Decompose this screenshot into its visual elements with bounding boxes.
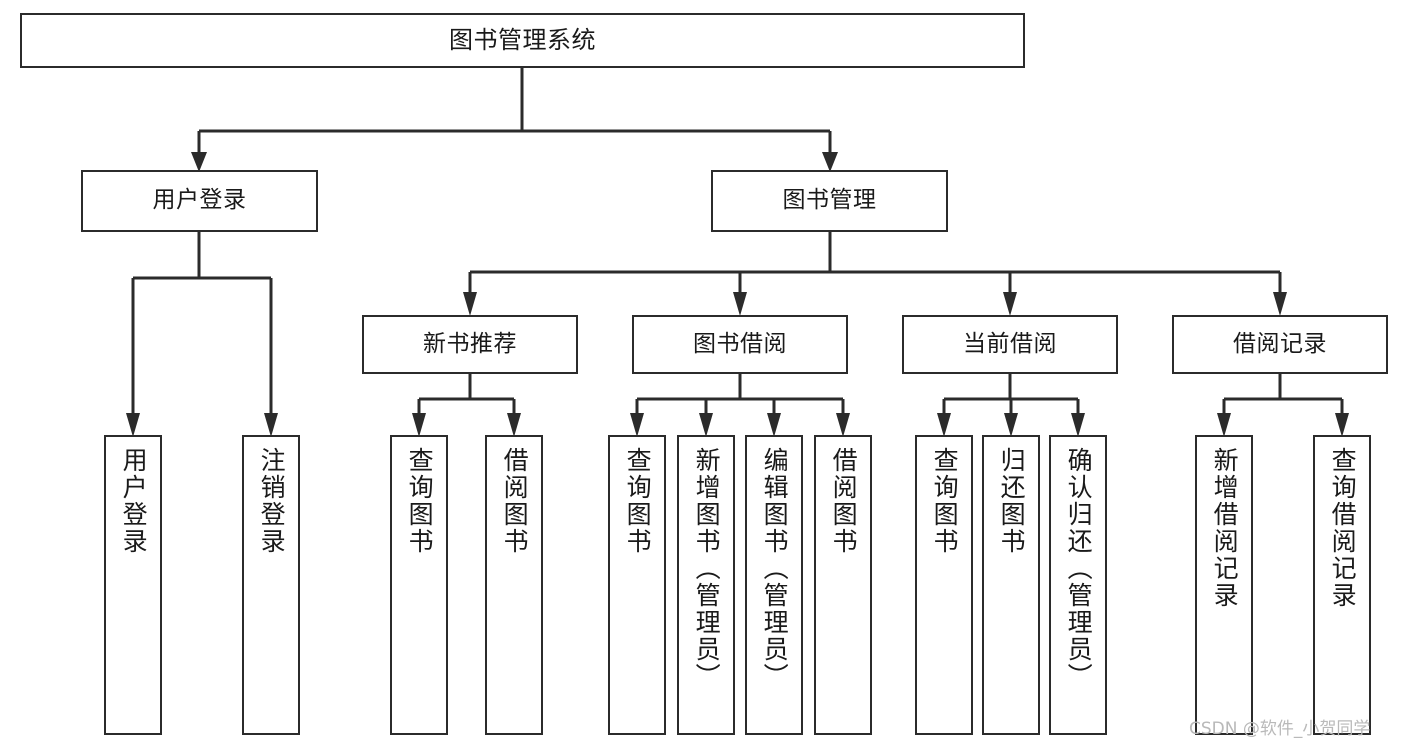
node-leaf-borrow-book-2[interactable]: 借阅图书 <box>814 435 872 735</box>
arrowhead-user-login <box>191 152 207 172</box>
arrowhead-leaf-logout <box>264 413 278 437</box>
node-leaf-user-login[interactable]: 用户登录 <box>104 435 162 735</box>
node-book-borrow-label: 图书借阅 <box>693 330 787 357</box>
arrowhead-new-book-recommend <box>463 292 477 316</box>
arrowhead-leaf-borrow-book-1 <box>507 413 521 437</box>
node-leaf-return-book-label: 归还图书 <box>997 447 1027 555</box>
node-leaf-add-record-label: 新增借阅记录 <box>1210 447 1240 609</box>
arrowhead-borrow-record <box>1273 292 1287 316</box>
node-leaf-add-book-label: 新增图书（管理员） <box>692 447 722 690</box>
watermark: CSDN @软件_小贺同学 <box>1189 719 1371 739</box>
node-leaf-borrow-book-2-label: 借阅图书 <box>829 447 859 555</box>
arrowhead-leaf-borrow-book-2 <box>836 413 850 437</box>
arrowhead-leaf-add-book <box>699 413 713 437</box>
node-borrow-record-label: 借阅记录 <box>1233 330 1327 357</box>
node-user-login-label: 用户登录 <box>152 187 247 214</box>
arrowhead-leaf-query-record <box>1335 413 1349 437</box>
node-root-label: 图书管理系统 <box>449 26 596 55</box>
node-new-book-recommend[interactable]: 新书推荐 <box>362 315 578 374</box>
node-leaf-user-login-label: 用户登录 <box>119 447 149 555</box>
node-current-borrow[interactable]: 当前借阅 <box>902 315 1118 374</box>
node-leaf-query-book-1-label: 查询图书 <box>405 447 435 555</box>
node-leaf-add-record[interactable]: 新增借阅记录 <box>1195 435 1253 735</box>
arrowhead-leaf-query-book-3 <box>937 413 951 437</box>
node-leaf-query-book-3[interactable]: 查询图书 <box>915 435 973 735</box>
node-leaf-query-record-label: 查询借阅记录 <box>1328 447 1358 609</box>
node-leaf-query-book-2[interactable]: 查询图书 <box>608 435 666 735</box>
node-root[interactable]: 图书管理系统 <box>20 13 1025 68</box>
node-leaf-query-book-3-label: 查询图书 <box>930 447 960 555</box>
node-leaf-add-book[interactable]: 新增图书（管理员） <box>677 435 735 735</box>
node-leaf-borrow-book-1[interactable]: 借阅图书 <box>485 435 543 735</box>
arrowhead-leaf-user-login <box>126 413 140 437</box>
node-borrow-record[interactable]: 借阅记录 <box>1172 315 1388 374</box>
arrowhead-book-borrow <box>733 292 747 316</box>
node-leaf-query-book-1[interactable]: 查询图书 <box>390 435 448 735</box>
arrowhead-leaf-query-book-2 <box>630 413 644 437</box>
node-leaf-query-book-2-label: 查询图书 <box>623 447 653 555</box>
arrowhead-leaf-edit-book <box>767 413 781 437</box>
arrowhead-leaf-add-record <box>1217 413 1231 437</box>
arrowhead-book-management <box>822 152 838 172</box>
node-leaf-confirm-return[interactable]: 确认归还（管理员） <box>1049 435 1107 735</box>
node-leaf-return-book[interactable]: 归还图书 <box>982 435 1040 735</box>
arrowhead-leaf-query-book-1 <box>412 413 426 437</box>
arrowhead-current-borrow <box>1003 292 1017 316</box>
node-leaf-borrow-book-1-label: 借阅图书 <box>500 447 530 555</box>
node-leaf-edit-book[interactable]: 编辑图书（管理员） <box>745 435 803 735</box>
node-leaf-edit-book-label: 编辑图书（管理员） <box>760 447 790 690</box>
node-book-management-label: 图书管理 <box>782 187 877 214</box>
node-book-borrow[interactable]: 图书借阅 <box>632 315 848 374</box>
node-leaf-logout[interactable]: 注销登录 <box>242 435 300 735</box>
node-new-book-recommend-label: 新书推荐 <box>423 330 517 357</box>
node-leaf-query-record[interactable]: 查询借阅记录 <box>1313 435 1371 735</box>
node-book-management[interactable]: 图书管理 <box>711 170 948 232</box>
node-leaf-confirm-return-label: 确认归还（管理员） <box>1064 447 1094 690</box>
node-current-borrow-label: 当前借阅 <box>963 330 1057 357</box>
arrowhead-leaf-return-book <box>1004 413 1018 437</box>
node-user-login[interactable]: 用户登录 <box>81 170 318 232</box>
arrowhead-leaf-confirm-return <box>1071 413 1085 437</box>
node-leaf-logout-label: 注销登录 <box>257 447 287 555</box>
